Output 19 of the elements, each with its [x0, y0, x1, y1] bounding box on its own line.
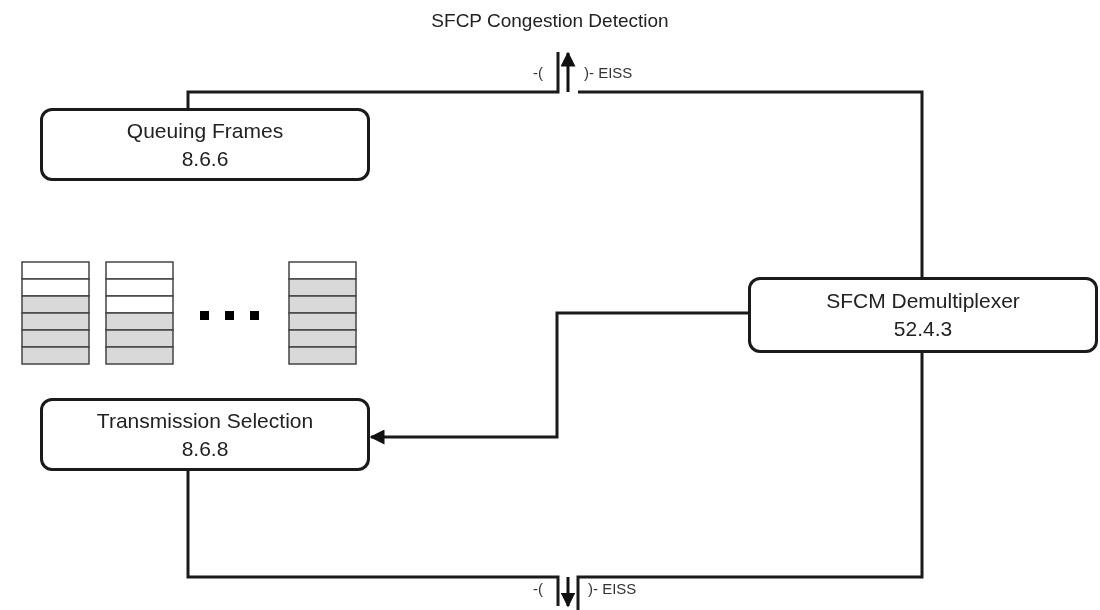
box-title: Queuing Frames	[126, 117, 284, 144]
connector-line	[576, 353, 924, 610]
clause-number: 8.6.6	[181, 145, 229, 172]
service-label: -(	[533, 64, 543, 81]
diagram-title: SFCP Congestion Detection	[430, 10, 670, 32]
box-title: SFCM Demultiplexer	[826, 288, 1020, 314]
process-box	[40, 108, 370, 181]
process-box	[40, 398, 370, 471]
arrow	[369, 311, 748, 445]
connector-line	[578, 90, 924, 277]
service-label: )- EISS	[584, 64, 633, 81]
service-label: )- EISS	[588, 580, 637, 597]
clause-number: 52.4.3	[893, 316, 953, 342]
process-box	[748, 277, 1098, 353]
clause-number: 8.6.8	[181, 435, 229, 462]
connector-line	[186, 471, 560, 606]
connector-line	[186, 52, 560, 108]
box-title: Transmission Selection	[96, 407, 314, 434]
service-label: -(	[533, 580, 543, 597]
